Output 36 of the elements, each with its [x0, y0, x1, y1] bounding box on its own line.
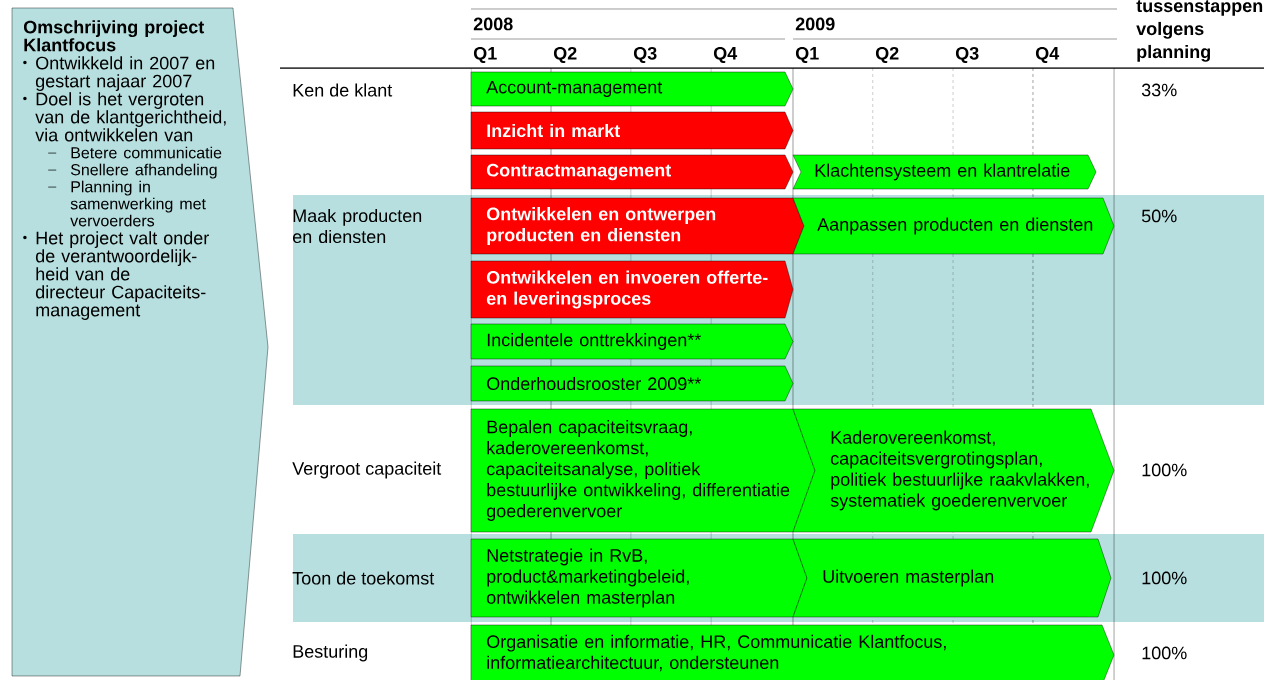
task-bar: Contractmanagement: [470, 154, 794, 190]
row-label: Toon de toekomst: [292, 571, 435, 585]
task-bar: Ontwikkelen en ontwerpen producten en diensten: [470, 197, 805, 255]
year-label: 2009: [795, 17, 835, 31]
quarter-label: Q2: [553, 46, 577, 64]
row-label: Ken de klant: [293, 83, 393, 97]
quarter-label: Q1: [795, 46, 819, 64]
task-bar: Incidentele onttrekkingen**: [470, 323, 794, 360]
quarter-label: Q4: [1035, 46, 1060, 64]
task-bar: Netstrategie in RvB, product&marketingbeleid, ontwikkelen masterplan: [470, 538, 808, 618]
task-bar: Aanpassen producten en diensten: [792, 197, 1115, 255]
percentage-label: 100%: [1142, 463, 1187, 477]
task-bar: Account-management: [470, 71, 794, 107]
quarter-label: Q2: [875, 46, 899, 64]
column-header: tussenstappen volgens planning: [1136, 0, 1263, 62]
quarter-label: Q3: [955, 46, 979, 64]
percentage-label: 50%: [1141, 209, 1177, 223]
task-bar: Ontwikkelen en invoeren offerte- en leveringsproces: [470, 260, 794, 319]
row-label: Besturing: [293, 644, 368, 662]
task-bar: Onderhoudsrooster 2009**: [470, 365, 794, 402]
task-bar: Bepalen capaciteitsvraag, kaderovereenkomst, capaciteitsanalyse, politiek bestuurlijke ontwikkeling, differentiatie goederenvervoer: [470, 408, 816, 533]
quarter-label: Q3: [633, 46, 657, 64]
quarter-label: Q1: [473, 46, 497, 64]
task-bar: Organisatie en informatie, HR, Communicatie Klantfocus, informatiearchitectuur, ondersteunen: [470, 624, 1115, 680]
quarter-label: Q4: [713, 46, 738, 64]
description-arrow-box: Omschrijving project Klantfocus Ontwikkeld in 2007 en gestart najaar 2007 Doel is het vergroten van de klantgerichtheid, via ontwikkelen van Betere communicatie Snellere afhandeling Planning in samenwerking met vervoerders Het project valt onder de verantwoordelijk-heid van de directeur Capaciteits-management: [11, 7, 269, 677]
task-bar: Klachtensysteem en klantrelatie: [792, 154, 1097, 190]
row-label: Maak producten en diensten: [293, 208, 422, 244]
percentage-label: 100%: [1142, 571, 1187, 585]
task-bar: Kaderovereenkomst, capaciteitsvergrotingsplan, politiek bestuurlijke raakvlakken, systematiek goederenvervoer: [792, 408, 1115, 533]
percentage-label: 100%: [1142, 646, 1187, 660]
year-label: 2008: [473, 17, 513, 31]
task-bar: Inzicht in markt: [470, 111, 794, 150]
task-bar: Uitvoeren masterplan: [792, 538, 1112, 618]
row-label: Vergroot capaciteit: [292, 461, 442, 479]
percentage-label: 33%: [1141, 83, 1177, 97]
